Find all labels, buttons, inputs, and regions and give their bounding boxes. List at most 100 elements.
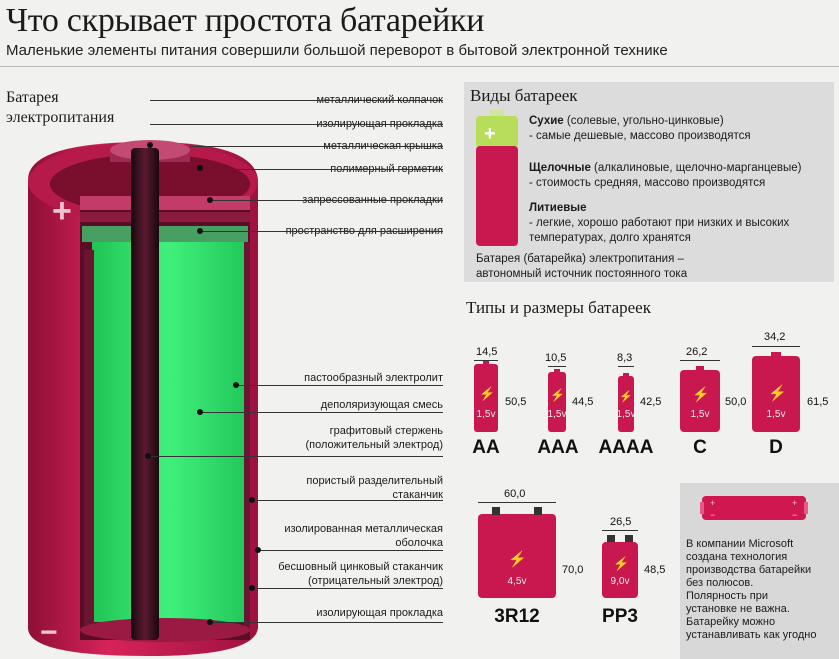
callout-line bbox=[252, 500, 443, 501]
callout-dot bbox=[255, 547, 261, 553]
dimension-line bbox=[618, 366, 634, 367]
battery-d-terminal bbox=[771, 352, 781, 357]
minus-icon: − bbox=[710, 510, 715, 520]
battery-voltage: 1,5v bbox=[616, 409, 636, 420]
battery-aa-terminal bbox=[483, 361, 489, 365]
dimension-line bbox=[680, 360, 720, 361]
battery-height: 44,5 bbox=[572, 396, 594, 408]
battery-d-body bbox=[752, 356, 800, 432]
battery-aaa-terminal bbox=[554, 369, 560, 373]
dimension-line bbox=[602, 530, 638, 531]
battery-height: 42,5 bbox=[640, 396, 662, 408]
callout-dot bbox=[207, 197, 213, 203]
battery-label-line: Батарея bbox=[6, 89, 59, 106]
battery-voltage: 4,5v bbox=[507, 576, 527, 587]
battery-width: 26,2 bbox=[686, 346, 708, 358]
battery-cutaway-diagram: + − bbox=[28, 140, 258, 656]
battery-height: 48,5 bbox=[644, 564, 666, 576]
callout-dot bbox=[207, 619, 213, 625]
battery-label-line: электропитания bbox=[6, 109, 115, 126]
battery-aaaa-terminal bbox=[623, 373, 629, 377]
battery-type-item: Щелочные (алкалиновые, щелочно-марганцев… bbox=[529, 161, 834, 191]
expansion-space bbox=[82, 226, 248, 242]
callout-line bbox=[258, 550, 443, 551]
bolt-icon: ⚡ bbox=[508, 551, 527, 568]
minus-icon: − bbox=[792, 510, 797, 520]
callout-dot bbox=[145, 453, 151, 459]
battery-sizes-title: Типы и размеры батареек bbox=[466, 298, 651, 317]
battery-types-panel bbox=[464, 82, 834, 282]
bolt-icon: ⚡ bbox=[479, 386, 496, 401]
callout-line bbox=[150, 100, 443, 101]
pressed-gasket bbox=[80, 212, 250, 222]
zinc-cup bbox=[244, 242, 250, 632]
battery-type-name: Сухие bbox=[529, 115, 564, 127]
battery-pp3-body bbox=[602, 542, 638, 598]
battery-type-item: Сухие (солевые, угольно-цинковые) - самы… bbox=[529, 114, 829, 144]
battery-type-illustration: + bbox=[476, 110, 518, 246]
battery-type-alias: (алкалиновые, щелочно-марганцевые) bbox=[590, 162, 802, 174]
battery-type-desc: температурах, долго хранятся bbox=[529, 232, 691, 244]
callout-label: пастообразный электролит bbox=[304, 372, 443, 384]
callout-dot bbox=[197, 228, 203, 234]
battery-name: C bbox=[693, 437, 707, 458]
callout-line bbox=[190, 146, 443, 147]
dimension-line bbox=[548, 366, 566, 367]
plus-icon: + bbox=[792, 498, 797, 508]
battery-name: AAAA bbox=[598, 437, 654, 458]
battery-type-desc: - легкие, хорошо работают при низких и в… bbox=[529, 217, 790, 229]
callout-line bbox=[200, 231, 443, 232]
plus-icon: + bbox=[484, 123, 496, 145]
page-subtitle: Маленькие элементы питания совершили бол… bbox=[6, 42, 668, 59]
minus-icon: − bbox=[40, 616, 58, 649]
bolt-icon: ⚡ bbox=[619, 391, 633, 403]
callout-label: деполяризующая смесь bbox=[320, 399, 443, 411]
battery-height: 61,5 bbox=[807, 396, 829, 408]
polarless-battery-illustration: + + − − bbox=[700, 496, 808, 520]
separator-cup bbox=[84, 250, 94, 625]
battery-type-alias: (солевые, угольно-цинковые) bbox=[563, 115, 724, 127]
callout-dot bbox=[197, 165, 203, 171]
callout-dot bbox=[249, 497, 255, 503]
battery-3r12-terminal bbox=[534, 507, 542, 515]
battery-name: PP3 bbox=[602, 606, 638, 627]
battery-types-title: Виды батареек bbox=[470, 86, 578, 105]
graphite-rod bbox=[131, 148, 159, 640]
microsoft-text: В компании Microsoft создана технология … bbox=[686, 538, 817, 641]
bolt-icon: ⚡ bbox=[768, 385, 787, 402]
battery-name: D bbox=[769, 437, 783, 458]
battery-type-desc: - стоимость средняя, массово производятс… bbox=[529, 177, 766, 189]
header-divider bbox=[0, 66, 839, 67]
battery-width: 34,2 bbox=[764, 331, 786, 343]
battery-aa-body bbox=[474, 364, 498, 432]
battery-type-desc: - самые дешевые, массово производятся bbox=[529, 130, 751, 142]
plus-icon: + bbox=[710, 498, 715, 508]
bolt-icon: ⚡ bbox=[692, 386, 710, 402]
seal-layer bbox=[80, 196, 250, 210]
battery-height: 70,0 bbox=[562, 564, 584, 576]
battery-definition: Батарея (батарейка) электропитания – авт… bbox=[476, 253, 688, 280]
callout-line bbox=[252, 588, 443, 589]
battery-type-name: Щелочные bbox=[529, 162, 591, 174]
battery-aaa-body bbox=[548, 372, 566, 432]
battery-width: 60,0 bbox=[504, 488, 526, 500]
battery-c-body bbox=[680, 370, 720, 432]
dimension-line bbox=[474, 360, 498, 361]
callout-line bbox=[236, 385, 443, 386]
callout-dot bbox=[249, 585, 255, 591]
battery-pp3-terminal bbox=[607, 535, 615, 542]
battery-voltage: 1,5v bbox=[547, 409, 567, 420]
depolarizing-mix bbox=[92, 242, 244, 622]
battery-name: AAA bbox=[537, 437, 579, 458]
battery-type-item: Литиевые - легкие, хорошо работают при н… bbox=[529, 201, 829, 246]
callout-dot bbox=[197, 409, 203, 415]
battery-width: 10,5 bbox=[545, 352, 567, 364]
callout-line bbox=[200, 412, 443, 413]
callout-line bbox=[200, 169, 443, 170]
battery-name: AA bbox=[472, 437, 500, 458]
battery-width: 26,5 bbox=[610, 516, 632, 528]
battery-voltage: 1,5v bbox=[476, 409, 496, 420]
battery-type-name: Литиевые bbox=[529, 202, 587, 214]
